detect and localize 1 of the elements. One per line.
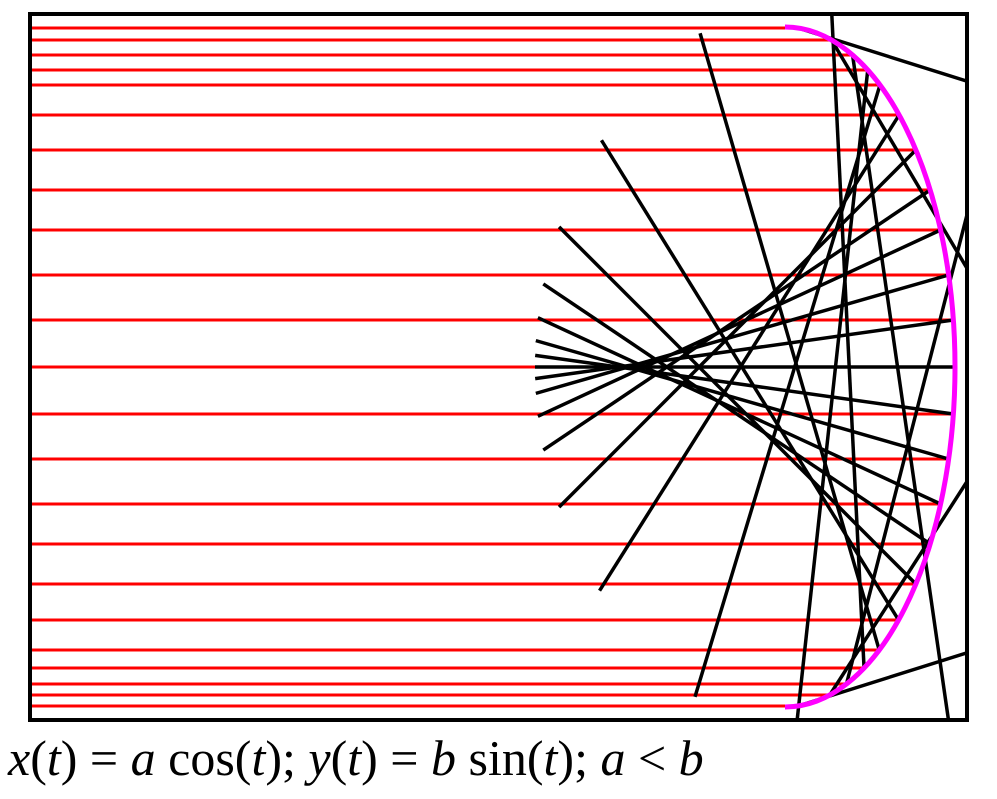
equation-caption: x(t) = a cos(t); y(t) = b sin(t); a < b [8, 729, 705, 788]
